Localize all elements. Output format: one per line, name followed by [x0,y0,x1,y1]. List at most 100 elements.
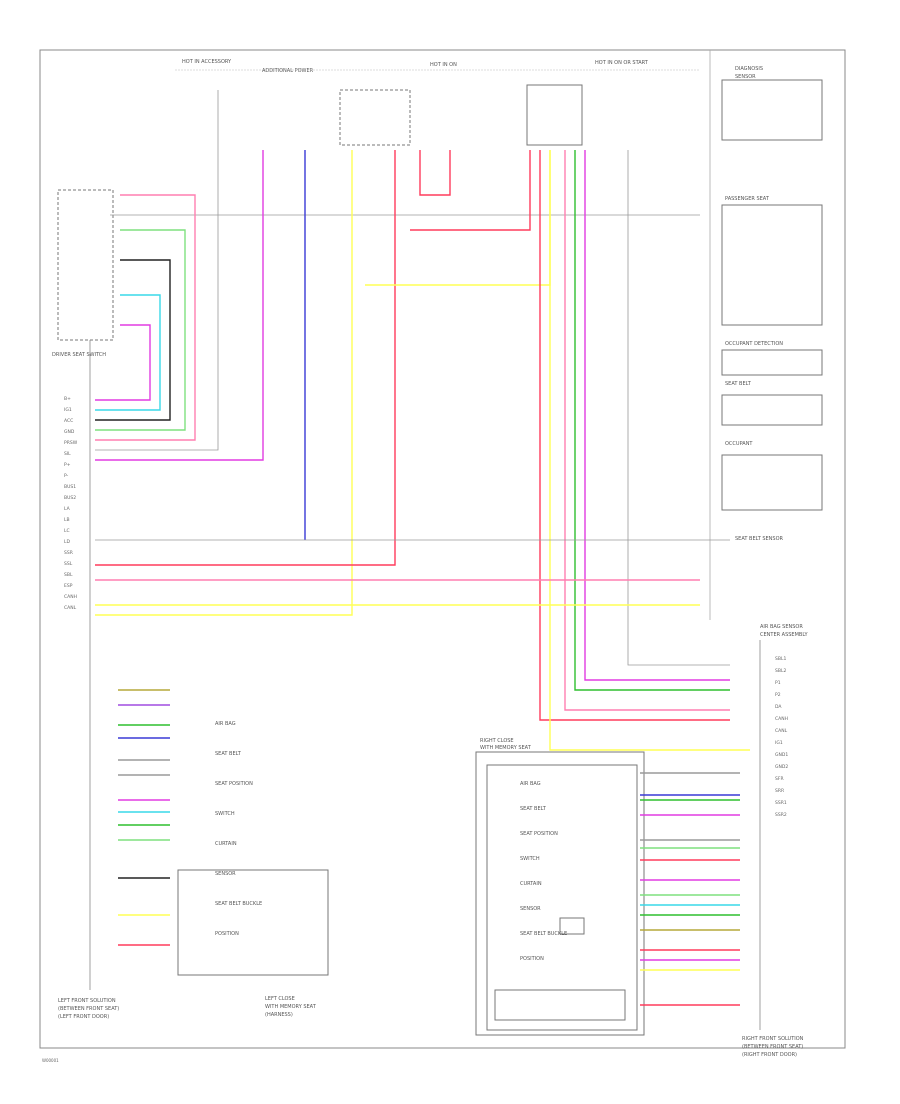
top-hot-label: HOT IN ACCESSORY [182,59,232,65]
mid-bottom-caption-2: WITH MEMORY SEAT [265,1004,317,1010]
left-pin-17: ESP [64,583,73,589]
left-pin-12: LC [64,528,70,534]
right-pin-3: P2 [775,692,781,698]
wire-left-pink [95,194,196,441]
left-pin-2: ACC [64,418,73,424]
right-inner-subpanel [486,764,638,1031]
right-mid-label-3: SEAT BELT [725,381,752,387]
left-item-3: SWITCH [215,811,235,817]
right-top-label-1: DIAGNOSIS [735,66,763,72]
left-item-0: AIR BAG [215,721,236,727]
wire-right-magenta [584,150,730,681]
top-power-label: ADDITIONAL POWER [262,68,314,74]
wire-top-yellow-right [365,150,551,286]
mid-bottom-caption-3: (HARNESS) [265,1012,293,1018]
right-mid-label-1: PASSENGER SEAT [725,196,770,202]
wire-drop-red [95,150,396,566]
left-pin-0: B+ [64,396,71,402]
right-component-box-4 [721,394,823,426]
inner-panel-title: RIGHT CLOSE [480,738,514,744]
left-bottom-caption: LEFT FRONT SOLUTION [58,998,116,1004]
wire-left-ltgreen [95,229,186,431]
right-pin-2: P1 [775,680,781,686]
right-pin-5: CANH [775,716,788,722]
wire-top-red-right [410,150,531,231]
left-pin-18: CANH [64,594,77,600]
mid-bottom-caption: LEFT CLOSE [265,996,295,1002]
wire-right-yellow [549,150,750,751]
left-pin-9: BUS2 [64,495,76,501]
right-component-box-5 [721,454,823,511]
wire-left-black [95,259,171,421]
left-pin-labels: B+IG1ACCGNDPRSWSILP+P-BUS1BUS2LALBLCLDSS… [64,396,78,611]
right-pin-1: SBL2 [775,668,786,674]
left-item-4: CURTAIN [215,841,237,847]
inner-bottom-box [494,989,626,1021]
wire-right-gray [627,150,730,666]
left-pin-19: CANL [64,605,77,611]
left-pin-7: P- [64,473,69,479]
inner-panel-sub: WITH MEMORY SEAT [480,745,532,751]
right-pin-11: SRR [775,788,784,794]
right-pin-8: GND1 [775,752,788,758]
right-pin-7: IG1 [775,740,783,746]
wire-drop-magenta [95,150,264,461]
wire-right-red [539,150,730,721]
right-pin-4: DA [775,704,782,710]
left-pin-4: PRSW [64,440,78,446]
inner-item-6: SEAT BELT BUCKLE [520,931,567,937]
right-component-box-1 [721,79,823,141]
left-module-labels: AIR BAG SEAT BELT SEAT POSITION SWITCH CURTA… [215,721,262,937]
wire-layer [89,90,761,1030]
right-component-box-3 [721,349,823,376]
right-pin-9: GND2 [775,764,788,770]
left-pin-14: SSR [64,550,73,556]
left-pin-13: LD [64,539,71,545]
wire-right-pink [564,150,730,711]
inner-item-7: POSITION [520,956,544,962]
left-pin-8: BUS1 [64,484,76,490]
inner-item-1: SEAT BELT [520,806,547,812]
left-pin-11: LB [64,517,70,523]
right-pin-10: SFR [775,776,784,782]
left-bottom-caption-2: (BETWEEN FRONT SEAT) [58,1006,119,1012]
left-item-1: SEAT BELT [215,751,242,757]
left-item-2: SEAT POSITION [215,781,253,787]
left-item-5: SENSOR [215,871,236,877]
inner-small-box [559,917,585,935]
left-item-6: SEAT BELT BUCKLE [215,901,262,907]
left-item-7: POSITION [215,931,239,937]
left-bottom-caption-3: (LEFT FRONT DOOR) [58,1014,109,1020]
inner-item-5: SENSOR [520,906,541,912]
left-pin-6: P+ [64,462,71,468]
top-center-connector [339,89,411,146]
right-top-label-2: SENSOR [735,74,756,80]
outer-frame [39,49,846,1049]
wire-drop-yellow [95,150,353,616]
left-bottom-module [177,869,329,976]
ecu-right-label-2: CENTER ASSEMBLY [760,632,808,638]
inner-item-2: SEAT POSITION [520,831,558,837]
inner-item-4: CURTAIN [520,881,542,887]
left-module-label: DRIVER SEAT SWITCH [52,352,106,358]
left-pin-10: LA [64,506,71,512]
left-pin-1: IG1 [64,407,72,413]
right-bottom-caption-2: (BETWEEN FRONT SEAT) [742,1044,803,1050]
left-pin-16: SBL [64,572,73,578]
right-bottom-caption-3: (RIGHT FRONT DOOR) [742,1052,797,1058]
left-pin-15: SSL [64,561,73,567]
right-mid-label-2: OCCUPANT DETECTION [725,341,783,347]
right-bottom-caption: RIGHT FRONT SOLUTION [742,1036,804,1042]
wire-left-cyan [95,294,161,411]
inner-item-0: AIR BAG [520,781,541,787]
wire-right-green [574,150,730,691]
wire-top-red-loop [419,150,451,196]
top-hot-on-label: HOT IN ON OR START [595,60,649,66]
right-pin-12: SSR1 [775,800,787,806]
right-inner-panel [475,751,645,1036]
right-pin-0: SBL1 [775,656,786,662]
ecu-right-label: AIR BAG SENSOR [760,624,803,630]
